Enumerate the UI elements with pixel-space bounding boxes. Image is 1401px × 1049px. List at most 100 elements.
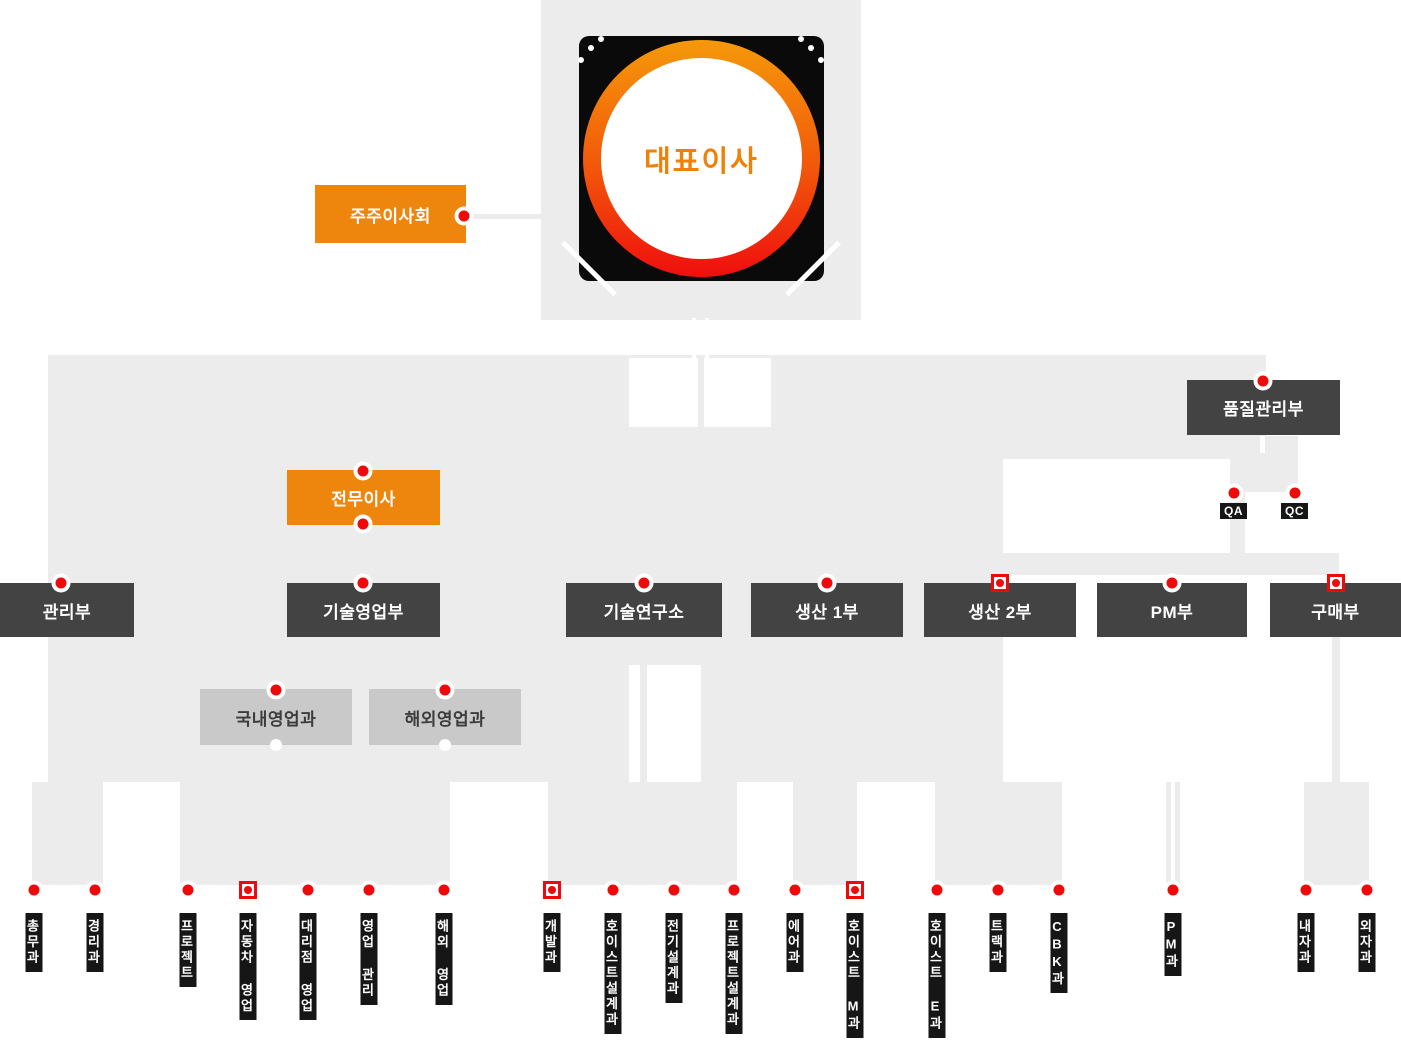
dept-label: 관리부 [42, 602, 92, 622]
dept-label: PM부 [1150, 602, 1194, 622]
fan-purchase [1304, 782, 1369, 885]
section-dot [846, 881, 864, 899]
cut-ceo-right [806, 320, 861, 355]
section-dot [1053, 884, 1065, 896]
cut-ceo-left [541, 320, 595, 355]
section-label: 트랙과 [989, 913, 1007, 972]
ceo-node: 대표이사 [583, 40, 820, 277]
executive-node: 전무이사 [287, 470, 440, 525]
frame-deco-dot [808, 45, 814, 51]
section-dot [607, 884, 619, 896]
dept-node-mgmt: 관리부 [0, 583, 134, 637]
executive-bottom-dot [357, 518, 369, 530]
section-label: 영업 관리 [360, 913, 378, 1005]
connector-notch [439, 739, 451, 751]
fan-sales [180, 782, 450, 885]
section-dot [543, 881, 561, 899]
dept-label: 기술연구소 [603, 602, 685, 622]
frame-deco-dot [588, 45, 594, 51]
section-dot [931, 884, 943, 896]
fan-prod1 [793, 782, 857, 885]
board-connector-dot [458, 210, 470, 222]
frame-deco-dot [578, 57, 584, 63]
section-label: 호이스트설계과 [604, 913, 622, 1034]
section-dot [182, 884, 194, 896]
dept-dot-purchase [1327, 574, 1345, 592]
dept-node-techsales: 기술영업부 [287, 583, 440, 637]
quality-top-dot [1257, 375, 1269, 387]
trunk-block-left [629, 358, 698, 427]
section-label: 내자과 [1297, 913, 1315, 972]
team-node-domestic: 국내영업과 [200, 689, 352, 745]
section-dot [28, 884, 40, 896]
bg-right-band [1245, 553, 1339, 575]
team-dot-domestic [270, 684, 282, 696]
section-dot [89, 884, 101, 896]
section-label: 호이스트 M과 [846, 913, 864, 1038]
executive-label: 전무이사 [331, 490, 396, 509]
ceo-label: 대표이사 [601, 58, 802, 259]
team-dot-overseas [439, 684, 451, 696]
board-connector-line [466, 214, 563, 219]
section-dot [1300, 884, 1312, 896]
section-label: CBK과 [1050, 913, 1068, 993]
dept-node-prod1: 생산 1부 [751, 583, 903, 637]
board-node: 주주이사회 [315, 185, 466, 243]
bg-purchase-stem [1332, 637, 1340, 782]
dept-dot-techsales [357, 577, 369, 589]
fan-prod2 [935, 782, 1062, 885]
dept-dot-rnd [638, 577, 650, 589]
section-dot [302, 884, 314, 896]
executive-top-dot [357, 465, 369, 477]
section-label: 호이스트 E과 [928, 913, 946, 1038]
section-dot [363, 884, 375, 896]
section-dot [789, 884, 801, 896]
team-node-overseas: 해외영업과 [369, 689, 521, 745]
qc-node: QC [1281, 503, 1308, 519]
section-dot [728, 884, 740, 896]
section-label: 경리과 [86, 913, 104, 972]
section-dot [992, 884, 1004, 896]
dept-node-purchase: 구매부 [1270, 583, 1401, 637]
rnd-bar-thin [629, 665, 640, 782]
dept-label: 생산 2부 [968, 602, 1032, 622]
quality-label: 품질관리부 [1223, 400, 1304, 419]
section-label: 전기설계과 [665, 913, 683, 1003]
section-dot [239, 881, 257, 899]
qa-label: QA [1224, 504, 1243, 518]
team-label: 해외영업과 [404, 709, 486, 729]
frame-deco-dot [798, 36, 804, 42]
section-label: 프로젝트설계과 [725, 913, 743, 1034]
section-label: 개발과 [543, 913, 561, 972]
dept-label: 기술영업부 [323, 602, 404, 622]
qa-node: QA [1220, 503, 1247, 519]
section-dot [438, 884, 450, 896]
section-label: 대리점 영업 [299, 913, 317, 1020]
dept-label: 구매부 [1311, 602, 1360, 622]
qa-dot [1228, 487, 1240, 499]
section-label: 프로젝트 [179, 913, 197, 987]
dept-dot-mgmt [55, 577, 67, 589]
section-label: 해외 영업 [435, 913, 453, 1005]
section-label: 에어과 [786, 913, 804, 972]
fan-rnd [548, 782, 737, 885]
section-label: 외자과 [1358, 913, 1376, 972]
dept-dot-pm [1166, 577, 1178, 589]
section-dot [668, 884, 680, 896]
frame-deco-dot [598, 36, 604, 42]
section-label: PM과 [1164, 913, 1182, 976]
trunk-line-right [705, 318, 709, 358]
qc-dot [1289, 487, 1301, 499]
trunk-line-left [692, 318, 696, 358]
dept-dot-prod1 [821, 577, 833, 589]
section-dot [1167, 884, 1179, 896]
dept-dot-prod2 [991, 574, 1009, 592]
cut-right-block [1003, 459, 1230, 553]
section-label: 총무과 [25, 913, 43, 972]
dept-label: 생산 1부 [795, 602, 859, 622]
section-dot [1361, 884, 1373, 896]
quality-node: 품질관리부 [1187, 380, 1340, 435]
quality-stem-line [1260, 436, 1265, 453]
pm-stem-line [1171, 637, 1175, 883]
